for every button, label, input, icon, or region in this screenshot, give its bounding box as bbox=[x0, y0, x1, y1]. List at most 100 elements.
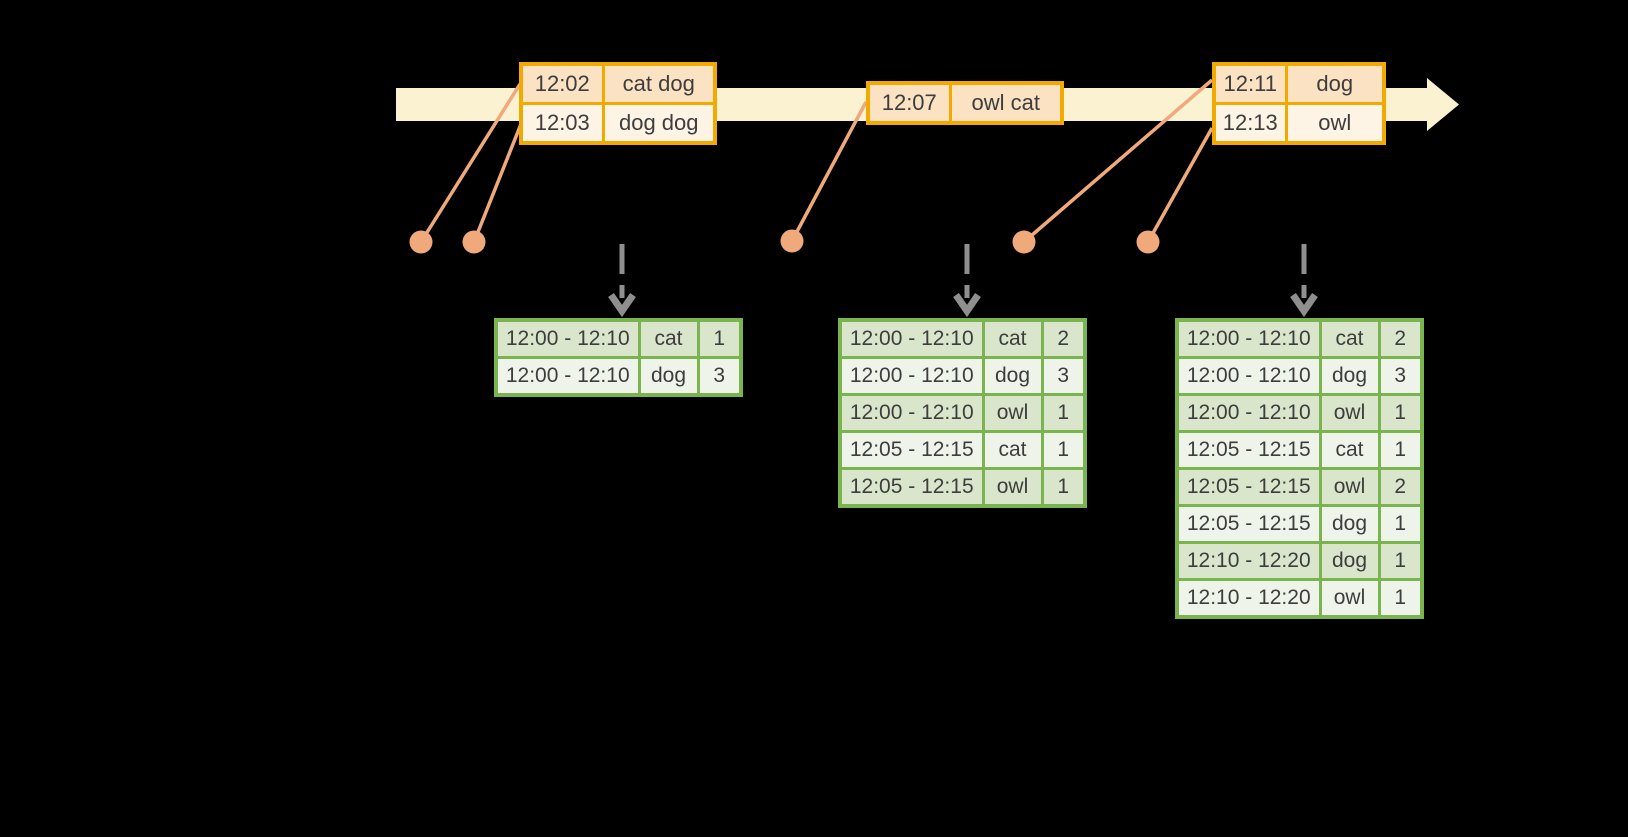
count-cell: 3 bbox=[1377, 356, 1424, 396]
window-cell: 12:05 - 12:15 bbox=[1175, 430, 1322, 470]
count-cell: 2 bbox=[1377, 318, 1424, 359]
words-cell: dog bbox=[1284, 62, 1386, 105]
connector-line bbox=[472, 123, 523, 243]
time-cell: 12:11 bbox=[1212, 62, 1288, 105]
event-dot bbox=[462, 230, 486, 254]
time-cell: 12:07 bbox=[866, 81, 952, 125]
words-cell: owl cat bbox=[948, 81, 1064, 125]
count-cell: 1 bbox=[1377, 578, 1424, 619]
count-cell: 2 bbox=[1377, 467, 1424, 507]
event-dot bbox=[409, 230, 433, 254]
time-cell: 12:13 bbox=[1212, 102, 1288, 145]
count-cell: 1 bbox=[1377, 430, 1424, 470]
word-cell: cat bbox=[637, 318, 700, 359]
window-cell: 12:05 - 12:15 bbox=[838, 467, 985, 508]
words-cell: cat dog bbox=[601, 62, 717, 105]
word-cell: dog bbox=[637, 356, 700, 397]
word-cell: dog bbox=[1318, 356, 1381, 396]
trigger-arrow bbox=[953, 244, 981, 318]
window-cell: 12:00 - 12:10 bbox=[1175, 318, 1322, 359]
window-cell: 12:00 - 12:10 bbox=[494, 318, 641, 359]
word-cell: cat bbox=[981, 318, 1044, 359]
count-cell: 1 bbox=[1377, 541, 1424, 581]
count-cell: 1 bbox=[1040, 393, 1087, 433]
count-cell: 1 bbox=[1377, 504, 1424, 544]
word-cell: owl bbox=[1318, 393, 1381, 433]
window-cell: 12:05 - 12:15 bbox=[1175, 467, 1322, 507]
word-cell: owl bbox=[981, 393, 1044, 433]
count-cell: 1 bbox=[1040, 430, 1087, 470]
trigger-arrow bbox=[1290, 244, 1318, 318]
connector-lines bbox=[419, 78, 1214, 244]
connector-line bbox=[790, 101, 868, 242]
window-cell: 12:00 - 12:10 bbox=[494, 356, 641, 397]
window-cell: 12:10 - 12:20 bbox=[1175, 578, 1322, 619]
word-cell: cat bbox=[1318, 318, 1381, 359]
word-cell: dog bbox=[1318, 504, 1381, 544]
word-cell: cat bbox=[981, 430, 1044, 470]
connector-line bbox=[1022, 78, 1214, 244]
trigger-arrow bbox=[608, 244, 636, 318]
words-cell: owl bbox=[1284, 102, 1386, 145]
word-cell: cat bbox=[1318, 430, 1381, 470]
event-dot bbox=[1012, 230, 1036, 254]
connector-line bbox=[419, 83, 522, 243]
word-cell: owl bbox=[1318, 578, 1381, 619]
count-cell: 2 bbox=[1040, 318, 1087, 359]
time-cell: 12:02 bbox=[519, 62, 605, 105]
window-cell: 12:05 - 12:15 bbox=[838, 430, 985, 470]
window-cell: 12:05 - 12:15 bbox=[1175, 504, 1322, 544]
count-cell: 1 bbox=[1040, 467, 1087, 508]
connector-line bbox=[1146, 127, 1214, 243]
time-cell: 12:03 bbox=[519, 102, 605, 145]
count-cell: 1 bbox=[696, 318, 743, 359]
word-cell: dog bbox=[1318, 541, 1381, 581]
event-dot bbox=[1136, 230, 1160, 254]
event-dots bbox=[409, 229, 1160, 254]
word-cell: dog bbox=[981, 356, 1044, 396]
count-cell: 1 bbox=[1377, 393, 1424, 433]
count-cell: 3 bbox=[1040, 356, 1087, 396]
window-cell: 12:10 - 12:20 bbox=[1175, 541, 1322, 581]
trigger-arrows bbox=[608, 244, 1318, 318]
window-cell: 12:00 - 12:10 bbox=[838, 356, 985, 396]
count-cell: 3 bbox=[696, 356, 743, 397]
words-cell: dog dog bbox=[601, 102, 717, 145]
word-cell: owl bbox=[1318, 467, 1381, 507]
window-cell: 12:00 - 12:10 bbox=[838, 318, 985, 359]
window-cell: 12:00 - 12:10 bbox=[838, 393, 985, 433]
window-cell: 12:00 - 12:10 bbox=[1175, 356, 1322, 396]
